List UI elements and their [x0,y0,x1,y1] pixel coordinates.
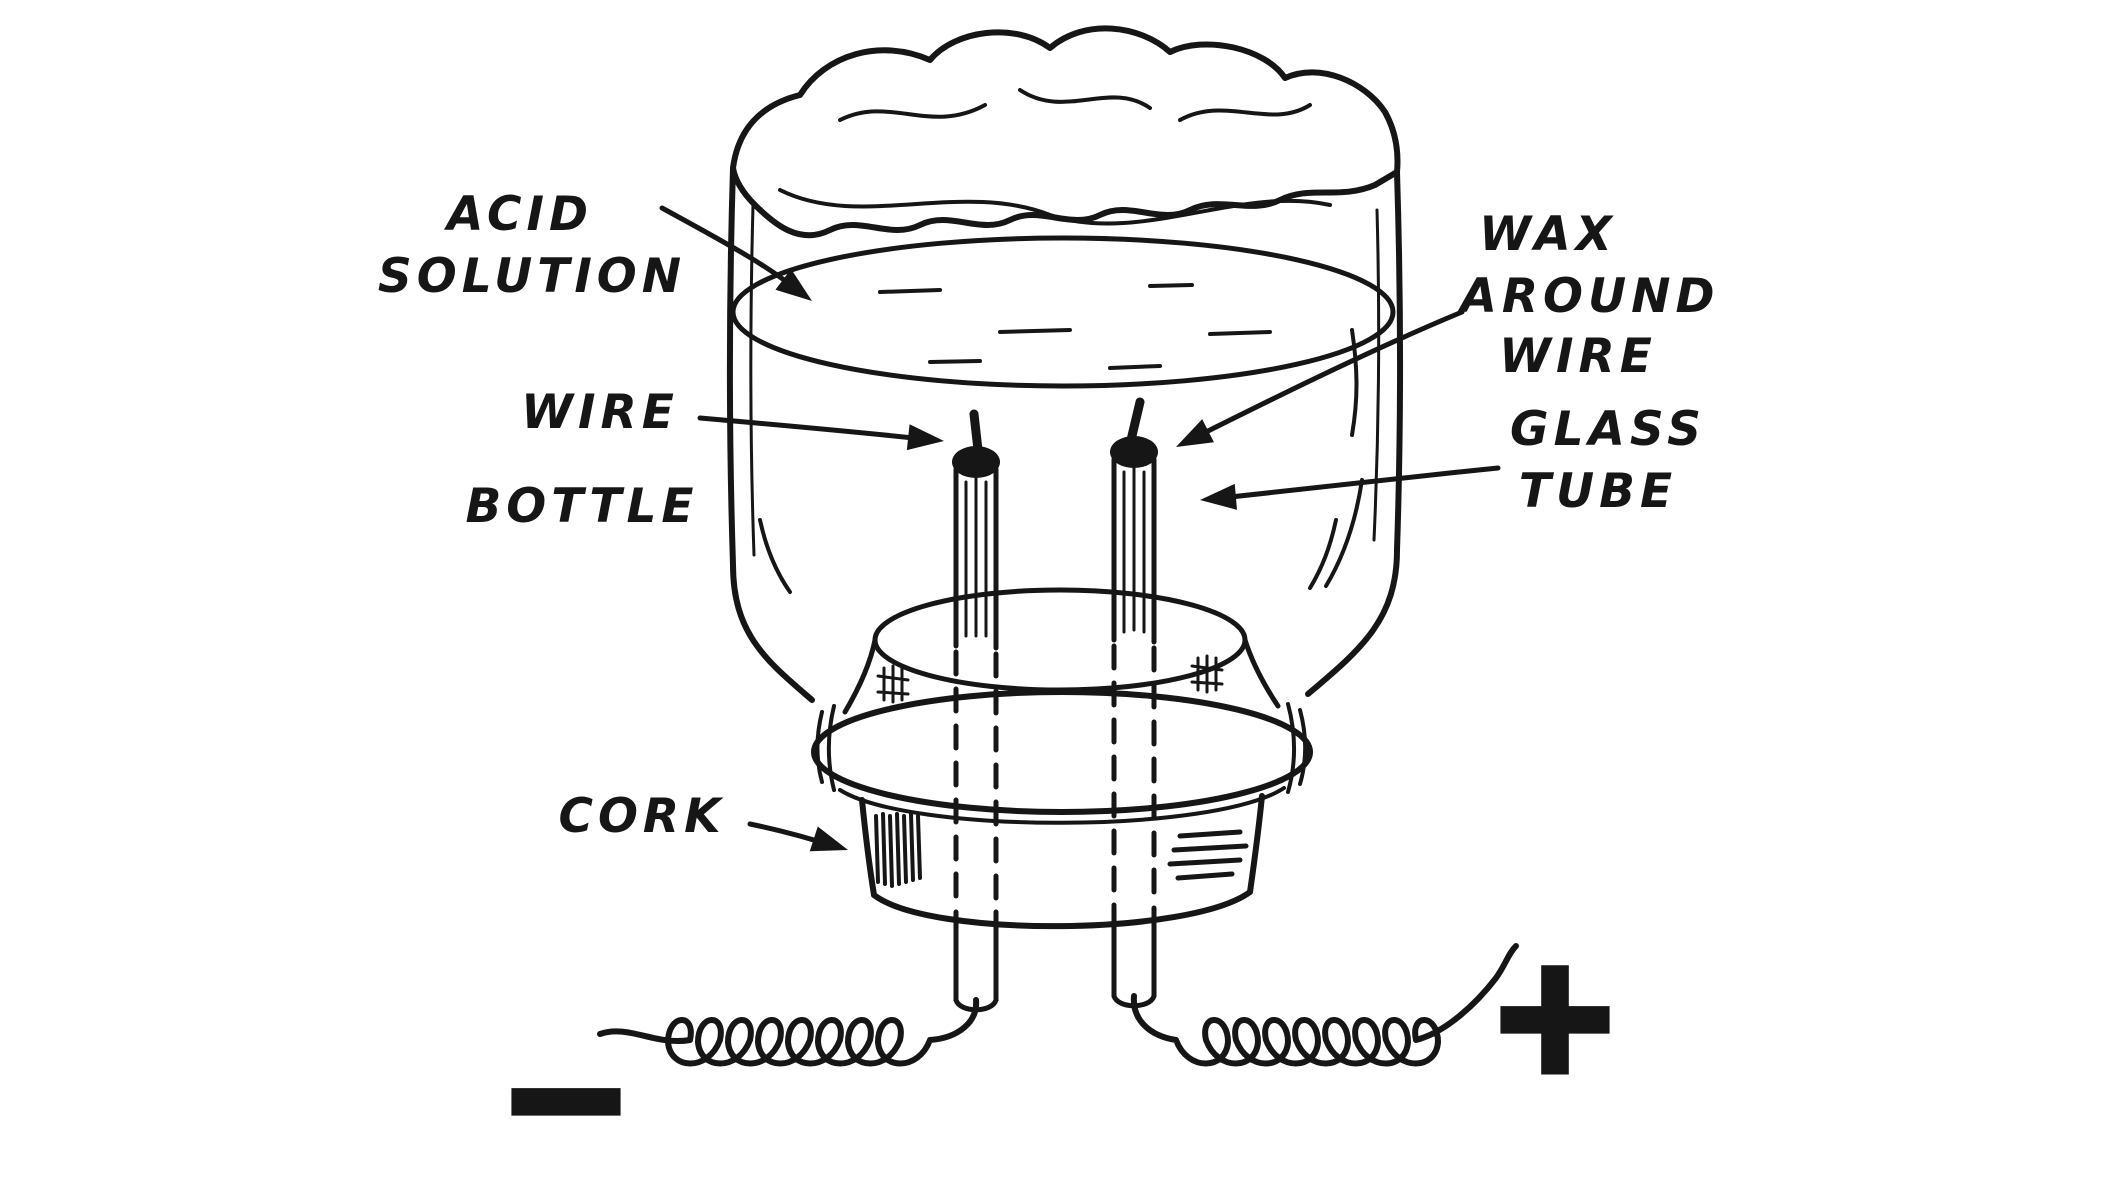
wire-stub-right [1126,397,1145,445]
label-wire: WIRE [521,385,944,451]
cork-label: CORK [558,789,725,844]
positive-terminal: + [1488,921,1622,1108]
glass-tube-right [1111,442,1157,1009]
glass-tube-label-line1: GLASS [1510,402,1706,457]
wax-seal-left [952,409,1000,478]
lead-wire-left [597,997,980,1067]
cork-flange [811,689,1313,825]
cork-body [811,587,1313,930]
wax-label-line1: WAX [1479,207,1617,262]
bottle-outline [727,165,1403,703]
glass-tube-label-line2: TUBE [1519,464,1677,519]
acid-solution-label-line1: ACID [443,187,593,242]
wax-leader-line [1187,309,1465,443]
acid-solution-arrowhead-icon [775,268,812,301]
wax-label-line2: AROUND [1456,269,1719,324]
lead-wire-right [1130,943,1519,1067]
wire-arrowhead-icon [906,424,944,451]
torn-top-edge [730,25,1401,239]
label-glass-tube: GLASS TUBE [1200,402,1706,519]
acid-surface [730,235,1396,389]
wax-seal-right [1110,397,1158,468]
wire-label: WIRE [521,385,679,440]
label-cork: CORK [558,789,848,852]
negative-terminal: − [499,1003,633,1188]
label-acid-solution: ACID SOLUTION [378,187,812,304]
wire-stub-left [969,409,983,455]
glass-tube-arrowhead-icon [1200,483,1237,510]
bottle-label: BOTTLE [465,479,698,534]
wire-leader-line [697,415,935,443]
wax-arrowhead-icon [1176,419,1214,447]
label-wax-around-wire: WAX AROUND WIRE [1176,207,1719,447]
label-bottle: BOTTLE [465,479,698,534]
acid-solution-label-line2: SOLUTION [378,249,686,304]
glass-tube-leader-line [1209,465,1501,502]
cork-arrowhead-icon [809,826,848,852]
wax-label-line3: WIRE [1499,329,1657,384]
